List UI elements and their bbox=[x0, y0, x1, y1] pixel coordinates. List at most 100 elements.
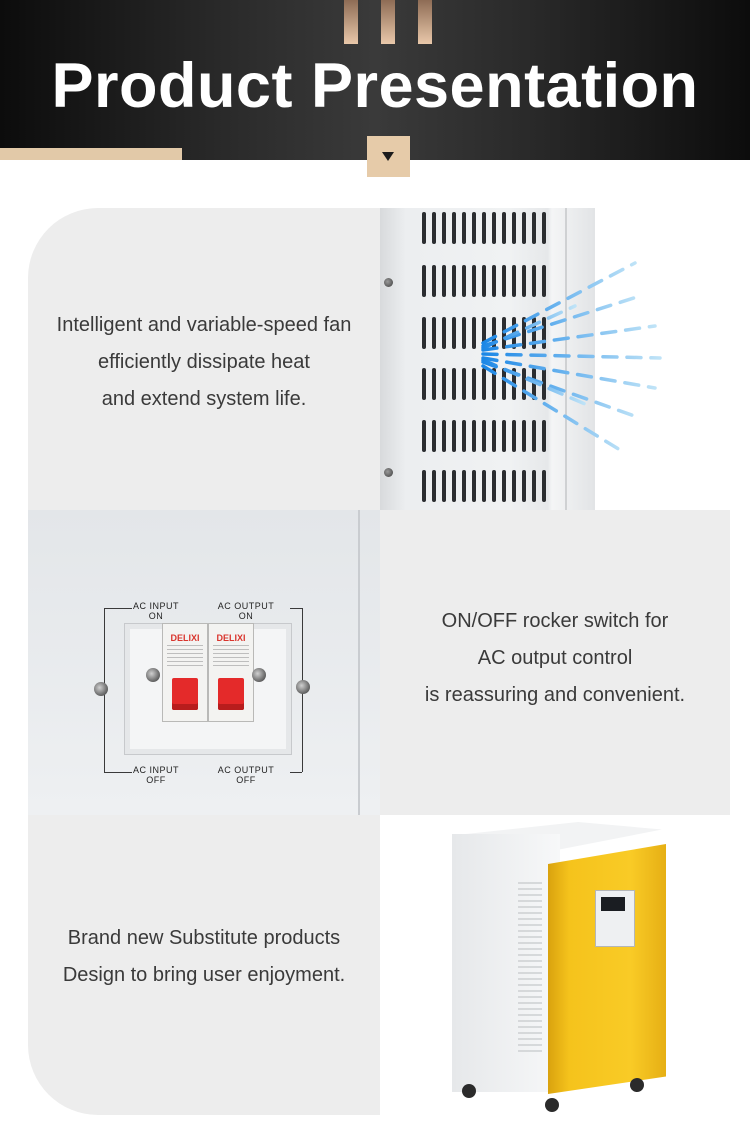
vent-slot bbox=[482, 368, 486, 400]
vent-slot bbox=[472, 317, 476, 349]
vent-slot bbox=[452, 470, 456, 502]
vent-slot bbox=[442, 212, 446, 244]
vent-slot bbox=[512, 212, 516, 244]
vent-slot bbox=[422, 470, 426, 502]
ac-input-rocker-switch[interactable] bbox=[172, 678, 198, 710]
vent-slot bbox=[452, 265, 456, 297]
vent-slot bbox=[442, 265, 446, 297]
vent-slot bbox=[542, 420, 546, 452]
vent-slot bbox=[472, 368, 476, 400]
vent-slot bbox=[532, 368, 536, 400]
vent-slot bbox=[542, 212, 546, 244]
vent-slot bbox=[432, 470, 436, 502]
vent-slot bbox=[432, 265, 436, 297]
decorative-bars bbox=[344, 0, 434, 44]
vent-slot bbox=[542, 317, 546, 349]
airflow-icon bbox=[481, 261, 662, 455]
feature-text-switch: ON/OFF rocker switch for AC output contr… bbox=[424, 610, 686, 706]
vent-slot bbox=[422, 265, 426, 297]
vent-slot bbox=[462, 265, 466, 297]
vent-slot bbox=[522, 470, 526, 502]
screw-icon bbox=[384, 278, 393, 287]
wheel-icon bbox=[462, 1084, 476, 1098]
vent-slot bbox=[422, 212, 426, 244]
vent-slot bbox=[482, 265, 486, 297]
vent-slot bbox=[512, 470, 516, 502]
vent-slot bbox=[472, 265, 476, 297]
vent-slot bbox=[512, 265, 516, 297]
vent-slot bbox=[462, 317, 466, 349]
vent-slot bbox=[492, 470, 496, 502]
vent-slot bbox=[502, 420, 506, 452]
vent-slot bbox=[542, 470, 546, 502]
vent-slot bbox=[542, 368, 546, 400]
vent-slot bbox=[492, 317, 496, 349]
vent-slot bbox=[502, 470, 506, 502]
ac-input-breaker[interactable]: DELIXI bbox=[162, 623, 208, 722]
vent-slot bbox=[522, 265, 526, 297]
vent-slot bbox=[442, 368, 446, 400]
vent-slot bbox=[502, 368, 506, 400]
screw-icon bbox=[146, 668, 160, 682]
vent-slot bbox=[432, 368, 436, 400]
vent-slot bbox=[512, 420, 516, 452]
vent-slot bbox=[452, 368, 456, 400]
triangle-down-icon bbox=[382, 152, 394, 161]
vent-slot bbox=[452, 212, 456, 244]
vent-slot bbox=[532, 420, 536, 452]
ac-output-breaker[interactable]: DELIXI bbox=[208, 623, 254, 722]
vent-slot bbox=[522, 212, 526, 244]
vent-slot bbox=[492, 265, 496, 297]
vent-slot bbox=[482, 470, 486, 502]
feature-panel-design bbox=[28, 815, 380, 1115]
vent-slot bbox=[432, 212, 436, 244]
wheel-icon bbox=[630, 1078, 644, 1092]
vent-slot bbox=[482, 212, 486, 244]
vent-slot bbox=[472, 470, 476, 502]
vent-slot bbox=[532, 317, 536, 349]
vent-slot bbox=[492, 212, 496, 244]
vent-slot bbox=[522, 420, 526, 452]
screw-icon bbox=[384, 468, 393, 477]
lcd-screen bbox=[601, 897, 625, 911]
screw-icon bbox=[252, 668, 266, 682]
feature-text-fan: Intelligent and variable-speed fan effic… bbox=[56, 314, 352, 410]
vent-slot bbox=[502, 212, 506, 244]
inverter-cabinet-image bbox=[440, 822, 676, 1122]
header-banner: Product Presentation bbox=[0, 0, 750, 160]
vent-slot bbox=[432, 317, 436, 349]
vent-slot bbox=[492, 368, 496, 400]
vent-slot bbox=[442, 470, 446, 502]
vent-slot bbox=[422, 420, 426, 452]
scroll-down-button[interactable] bbox=[367, 136, 410, 177]
vent-slot bbox=[482, 420, 486, 452]
vent-slot bbox=[472, 212, 476, 244]
vent-slot bbox=[542, 265, 546, 297]
screw-icon bbox=[94, 682, 108, 696]
vent-slot bbox=[492, 420, 496, 452]
vent-slot bbox=[442, 317, 446, 349]
vent-slot bbox=[472, 420, 476, 452]
vent-slot bbox=[432, 420, 436, 452]
page-title: Product Presentation bbox=[51, 51, 699, 121]
vent-slot bbox=[532, 212, 536, 244]
vent-slot bbox=[462, 470, 466, 502]
vent-slot bbox=[532, 265, 536, 297]
vent-slot bbox=[462, 368, 466, 400]
vent-slot bbox=[422, 317, 426, 349]
screw-icon bbox=[296, 680, 310, 694]
vent-slot bbox=[532, 470, 536, 502]
vent-slot bbox=[482, 317, 486, 349]
vent-slot bbox=[452, 420, 456, 452]
vent-slot bbox=[462, 212, 466, 244]
vent-slot bbox=[522, 368, 526, 400]
wheel-icon bbox=[545, 1098, 559, 1112]
vent-slot bbox=[442, 420, 446, 452]
ac-output-rocker-switch[interactable] bbox=[218, 678, 244, 710]
feature-text-design: Brand new Substitute products Design to … bbox=[62, 927, 346, 986]
vent-slot bbox=[422, 368, 426, 400]
